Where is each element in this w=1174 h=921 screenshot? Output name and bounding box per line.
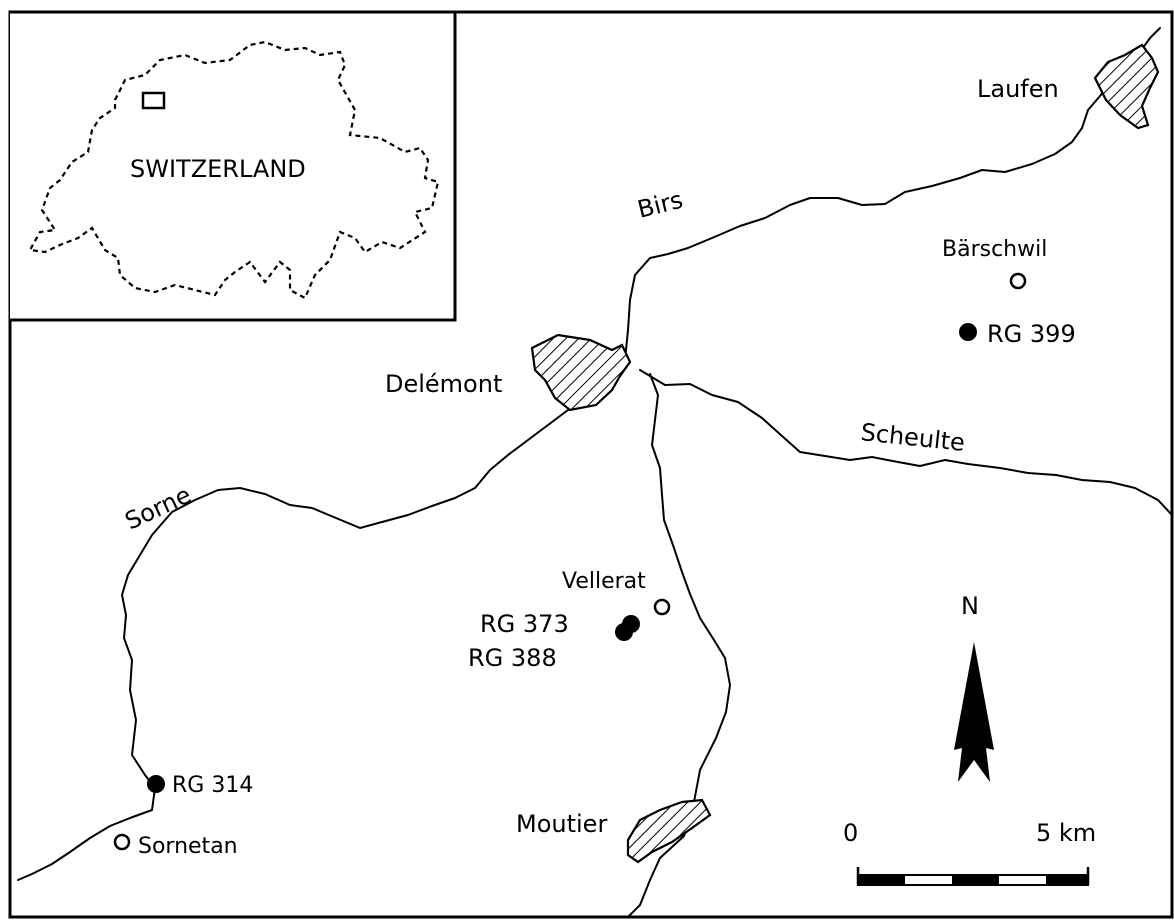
town-moutier-area bbox=[626, 798, 712, 864]
scale-bar-segment bbox=[858, 875, 905, 885]
scale-bar: 0 5 km bbox=[843, 819, 1096, 886]
river-label-birs: Birs bbox=[635, 186, 686, 224]
north-arrow-label: N bbox=[961, 592, 979, 620]
site-label-rg314: RG 314 bbox=[172, 773, 253, 798]
study-area-marker bbox=[141, 91, 166, 110]
scale-bar-segment bbox=[1046, 875, 1088, 885]
scale-bar-segment bbox=[952, 875, 999, 885]
village-marker-barschwil bbox=[1009, 272, 1027, 290]
map-frame bbox=[8, 10, 1174, 919]
village-marker-vellerat bbox=[653, 598, 671, 616]
town-label-delemont: Delémont bbox=[385, 370, 502, 398]
scale-bar-end-label: 5 km bbox=[1036, 819, 1096, 847]
switzerland-border bbox=[28, 40, 440, 300]
site-label-rg373: RG 373 bbox=[480, 610, 569, 638]
site-label-rg388: RG 388 bbox=[468, 644, 557, 672]
inset-map: SWITZERLAND bbox=[10, 10, 457, 322]
town-laufen-area bbox=[1093, 43, 1160, 130]
river-birs-north bbox=[624, 27, 1161, 361]
town-label-laufen: Laufen bbox=[977, 75, 1059, 103]
north-arrow: N bbox=[954, 592, 994, 782]
river-birs-south bbox=[627, 373, 731, 918]
river-scheulte bbox=[639, 369, 1173, 516]
scale-bar-start-label: 0 bbox=[843, 819, 858, 847]
site-label-rg399: RG 399 bbox=[987, 320, 1076, 348]
site-marker-rg388 bbox=[615, 623, 633, 641]
town-label-moutier: Moutier bbox=[516, 810, 607, 838]
village-label-vellerat: Vellerat bbox=[562, 569, 646, 594]
village-label-barschwil: Bärschwil bbox=[942, 237, 1047, 262]
town-delemont-area bbox=[530, 333, 632, 412]
village-label-sornetan: Sornetan bbox=[138, 834, 238, 859]
village-marker-sornetan bbox=[113, 833, 131, 851]
country-label: SWITZERLAND bbox=[130, 155, 306, 183]
site-marker-rg399 bbox=[959, 323, 977, 341]
river-label-scheulte: Scheulte bbox=[859, 418, 966, 457]
site-marker-rg314 bbox=[147, 775, 165, 793]
north-arrow-icon bbox=[954, 642, 994, 782]
river-sorne bbox=[17, 377, 611, 881]
